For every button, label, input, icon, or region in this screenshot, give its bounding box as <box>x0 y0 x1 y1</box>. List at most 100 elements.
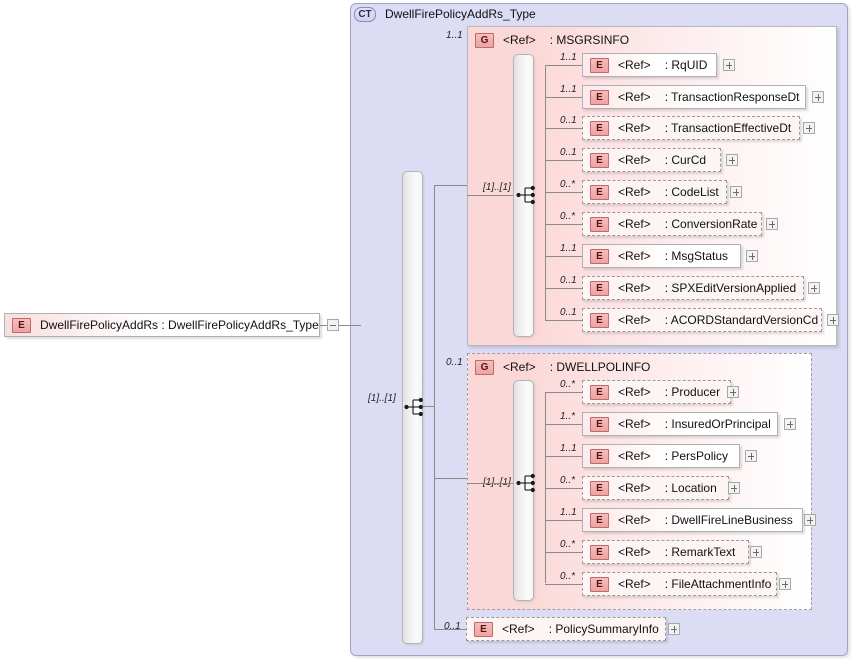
connector <box>545 392 582 393</box>
element-remarktext[interactable]: E <Ref> : RemarkText <box>582 540 749 564</box>
connector <box>545 288 582 289</box>
expand-icon[interactable] <box>668 623 680 635</box>
element-ref-label: <Ref> <box>618 153 651 167</box>
msgrsinfo-sequence-cardinality: [1]..[1] <box>483 182 511 193</box>
expand-icon[interactable] <box>746 250 758 262</box>
expand-icon[interactable] <box>812 91 824 103</box>
element-ref-label: <Ref> <box>618 417 651 431</box>
connector <box>320 325 327 326</box>
connector <box>545 224 582 225</box>
element-name: : TransactionEffectiveDt <box>664 121 792 135</box>
element-badge: E <box>590 512 609 528</box>
element-name: : SPXEditVersionApplied <box>664 281 797 295</box>
group-ref-label: <Ref> <box>503 33 536 47</box>
element-ref-label: <Ref> <box>618 577 651 591</box>
connector <box>545 488 582 489</box>
element-name: : CodeList <box>664 185 719 199</box>
element-cardinality: 0..1 <box>560 307 577 318</box>
element-location[interactable]: E <Ref> : Location <box>582 476 729 500</box>
expand-icon[interactable] <box>804 514 816 526</box>
element-ref-label: <Ref> <box>618 185 651 199</box>
element-fileattachmentinfo[interactable]: E <Ref> : FileAttachmentInfo <box>582 572 777 596</box>
connector <box>545 256 582 257</box>
group-ref-label: <Ref> <box>503 360 536 374</box>
element-badge: E <box>590 184 609 200</box>
group-msgrsinfo-name: : MSGRSINFO <box>549 33 630 47</box>
element-name: : InsuredOrPrincipal <box>664 417 771 431</box>
expand-icon[interactable] <box>750 546 762 558</box>
element-transactioneffectivedt[interactable]: E <Ref> : TransactionEffectiveDt <box>582 116 800 140</box>
expand-icon[interactable] <box>726 154 738 166</box>
element-policysummaryinfo[interactable]: E <Ref> : PolicySummaryInfo <box>466 617 666 641</box>
element-ref-label: <Ref> <box>618 449 651 463</box>
element-codelist[interactable]: E <Ref> : CodeList <box>582 180 727 204</box>
group-msgrsinfo-header[interactable]: G <Ref> : MSGRSINFO <box>475 31 629 49</box>
element-badge: E <box>590 384 609 400</box>
element-name: : RemarkText <box>664 545 736 559</box>
connector <box>545 128 582 129</box>
group-dwellpolinfo-header[interactable]: G <Ref> : DWELLPOLINFO <box>475 358 650 376</box>
expand-icon[interactable] <box>766 218 778 230</box>
expand-icon[interactable] <box>803 122 815 134</box>
element-curcd[interactable]: E <Ref> : CurCd <box>582 148 721 172</box>
element-ref-label: <Ref> <box>618 58 651 72</box>
element-conversionrate[interactable]: E <Ref> : ConversionRate <box>582 212 762 236</box>
expand-icon[interactable] <box>779 578 791 590</box>
element-rquid[interactable]: E <Ref> : RqUID <box>582 53 717 77</box>
collapse-icon[interactable] <box>327 319 339 331</box>
element-badge: E <box>590 416 609 432</box>
element-badge: E <box>474 621 493 637</box>
element-badge: E <box>590 448 609 464</box>
element-cardinality: 0..1 <box>444 621 461 632</box>
expand-icon[interactable] <box>730 186 742 198</box>
element-name: : MsgStatus <box>664 249 729 263</box>
element-msgstatus[interactable]: E <Ref> : MsgStatus <box>582 244 741 268</box>
group-dwellpolinfo-name: : DWELLPOLINFO <box>549 360 651 374</box>
element-perspolicy[interactable]: E <Ref> : PersPolicy <box>582 444 740 468</box>
connector <box>545 320 582 321</box>
expand-icon[interactable] <box>745 450 757 462</box>
root-element-box[interactable]: E DwellFirePolicyAddRs : DwellFirePolicy… <box>4 313 320 337</box>
element-spxeditversionapplied[interactable]: E <Ref> : SPXEditVersionApplied <box>582 276 804 300</box>
group-badge: G <box>475 359 494 375</box>
element-badge: E <box>590 57 609 73</box>
element-name: : ConversionRate <box>664 217 758 231</box>
element-cardinality: 0..1 <box>560 147 577 158</box>
element-ref-label: <Ref> <box>618 90 651 104</box>
connector <box>545 520 582 521</box>
element-ref-label: <Ref> <box>502 622 535 636</box>
element-cardinality: 0..* <box>560 379 576 390</box>
element-insuredorprincipal[interactable]: E <Ref> : InsuredOrPrincipal <box>582 412 778 436</box>
element-acordstandardversioncd[interactable]: E <Ref> : ACORDStandardVersionCd <box>582 308 822 332</box>
element-cardinality: 0..* <box>560 179 576 190</box>
element-badge: E <box>590 312 609 328</box>
complex-type-header: CT DwellFirePolicyAddRs_Type <box>354 5 536 23</box>
element-name: : TransactionResponseDt <box>664 90 800 104</box>
element-cardinality: 0..1 <box>560 275 577 286</box>
element-badge: E <box>590 89 609 105</box>
connector <box>545 392 546 583</box>
element-cardinality: 0..* <box>560 539 576 550</box>
element-name: : DwellFireLineBusiness <box>664 513 793 527</box>
connector <box>467 195 513 196</box>
element-dwellfirelinebusiness[interactable]: E <Ref> : DwellFireLineBusiness <box>582 508 803 532</box>
element-name: : CurCd <box>664 153 707 167</box>
expand-icon[interactable] <box>827 314 839 326</box>
expand-icon[interactable] <box>728 482 740 494</box>
element-transactionresponsedt[interactable]: E <Ref> : TransactionResponseDt <box>582 85 806 109</box>
element-cardinality: 1..1 <box>560 243 577 254</box>
element-badge: E <box>590 576 609 592</box>
sequence-compositor-icon <box>404 397 423 417</box>
element-cardinality: 0..* <box>560 571 576 582</box>
element-producer[interactable]: E <Ref> : Producer <box>582 380 731 404</box>
element-ref-label: <Ref> <box>618 513 651 527</box>
connector <box>467 483 513 484</box>
expand-icon[interactable] <box>808 282 820 294</box>
expand-icon[interactable] <box>784 418 796 430</box>
expand-icon[interactable] <box>723 59 735 71</box>
complex-type-badge: CT <box>354 6 376 22</box>
element-ref-label: <Ref> <box>618 249 651 263</box>
element-name: : ACORDStandardVersionCd <box>664 313 819 327</box>
expand-icon[interactable] <box>727 386 739 398</box>
